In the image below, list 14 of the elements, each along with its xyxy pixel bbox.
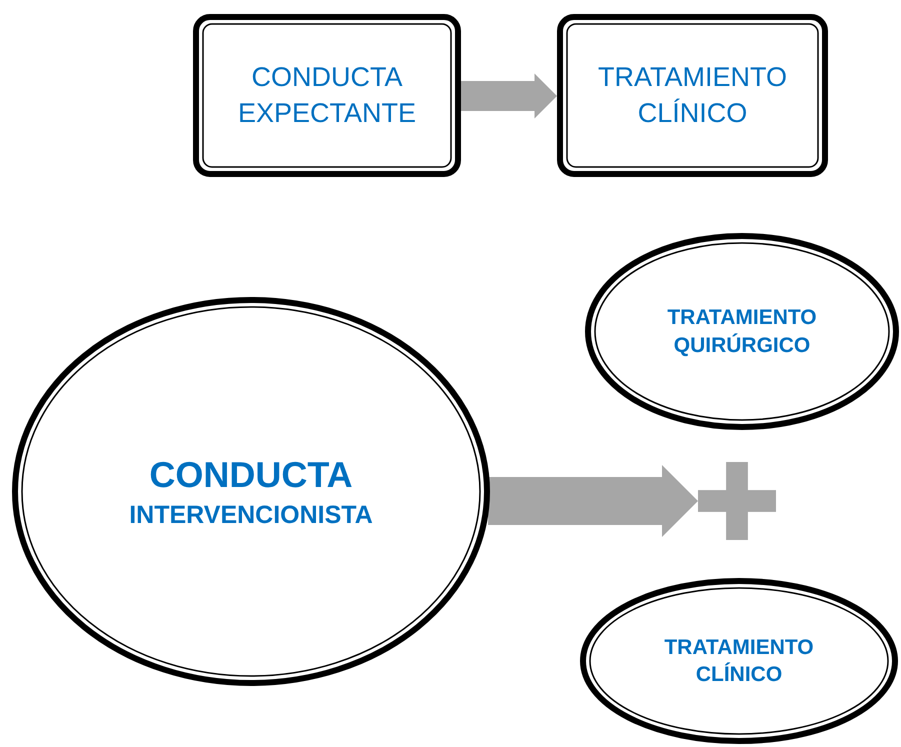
node-title: TRATAMIENTO QUIRÚRGICO bbox=[666, 305, 818, 358]
ellipse-node bbox=[12, 297, 490, 686]
node-subtitle: INTERVENCIONISTA bbox=[129, 500, 373, 531]
ellipse-node bbox=[585, 233, 899, 430]
block-arrow bbox=[459, 74, 557, 118]
process-box bbox=[557, 14, 828, 177]
node-title: CONDUCTA bbox=[149, 452, 353, 497]
plus-sign bbox=[698, 462, 776, 540]
ellipse-node bbox=[580, 578, 898, 744]
node-title: CONDUCTA EXPECTANTE bbox=[236, 61, 418, 130]
process-box bbox=[193, 14, 461, 177]
block-arrow bbox=[488, 465, 698, 537]
node-title: TRATAMIENTO CLÍNICO bbox=[663, 634, 815, 688]
node-title: TRATAMIENTO CLÍNICO bbox=[597, 61, 788, 130]
